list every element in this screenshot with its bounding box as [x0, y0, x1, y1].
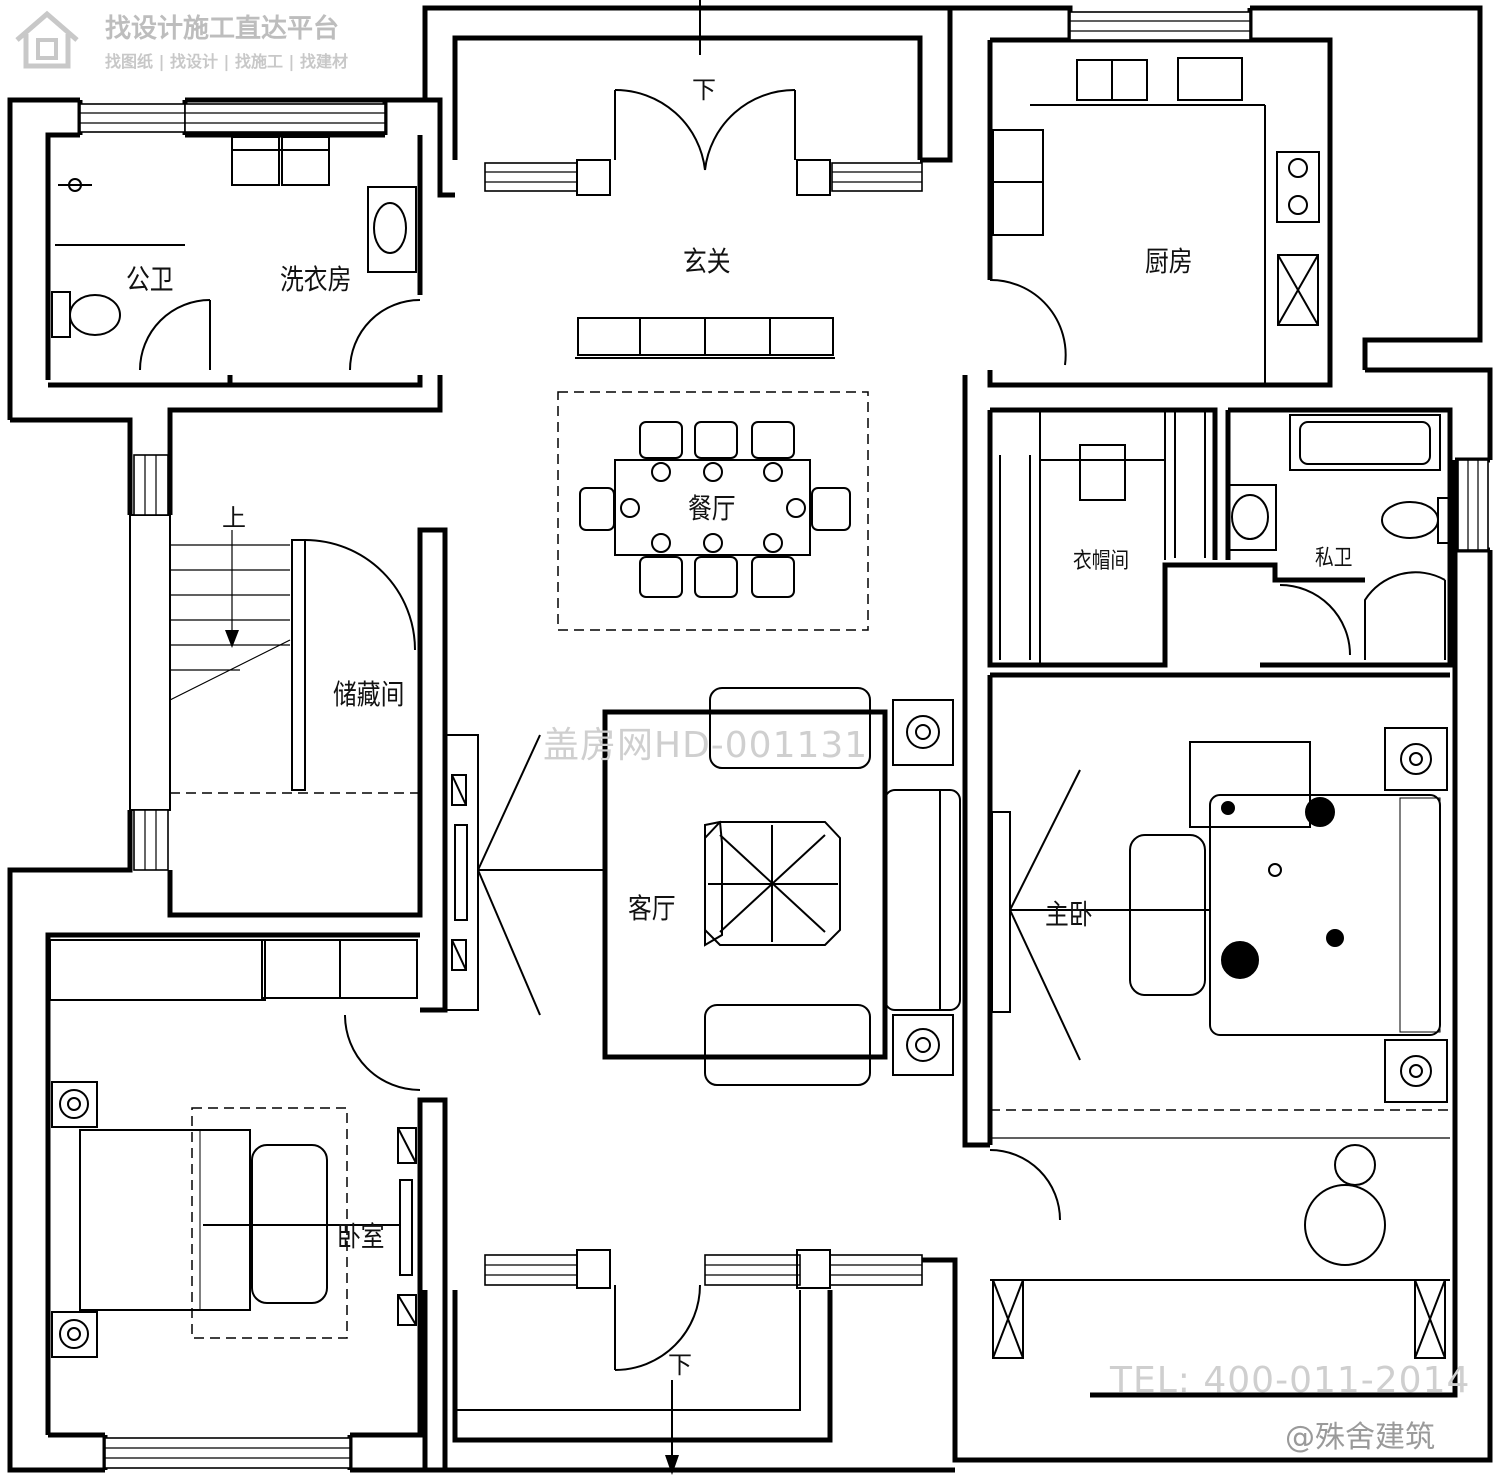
living-set	[451, 687, 961, 1086]
columns	[576, 159, 831, 1289]
room-label-public-bath: 公卫	[126, 263, 174, 296]
bedroom-set	[49, 939, 418, 1358]
stair-down-bottom-label: 下	[668, 1351, 692, 1379]
brand-logo-icon	[12, 10, 82, 70]
fixtures	[51, 57, 1451, 1011]
room-label-kitchen: 厨房	[1145, 245, 1193, 278]
doors	[139, 88, 1351, 1371]
weibo-handle: @殊舍建筑	[1285, 1420, 1435, 1455]
room-label-bedroom: 卧室	[337, 1220, 385, 1253]
master-bed-set	[990, 727, 1450, 1359]
stair-down-top-label: 下	[692, 76, 716, 104]
brand-subtitle: 找图纸 | 找设计 | 找施工 | 找建材	[105, 52, 348, 71]
room-label-closet: 衣帽间	[1073, 549, 1130, 574]
room-label-foyer: 玄关	[683, 245, 731, 278]
dining-set	[557, 391, 869, 631]
center-watermark: 盖房网HD-001131	[543, 725, 869, 766]
phone-watermark: TEL: 400-011-2014	[1110, 1360, 1471, 1401]
stairs	[169, 0, 801, 1475]
room-label-dining: 餐厅	[688, 492, 736, 525]
stair-up-label: 上	[222, 504, 246, 532]
windows	[79, 11, 1489, 1469]
room-label-living: 客厅	[628, 892, 676, 925]
room-label-master-bedroom: 主卧	[1045, 898, 1093, 931]
room-label-laundry: 洗衣房	[280, 263, 352, 296]
room-label-private-bath: 私卫	[1315, 546, 1353, 571]
room-label-storage: 储藏间	[333, 678, 405, 711]
brand-title: 找设计施工直达平台	[105, 14, 340, 44]
